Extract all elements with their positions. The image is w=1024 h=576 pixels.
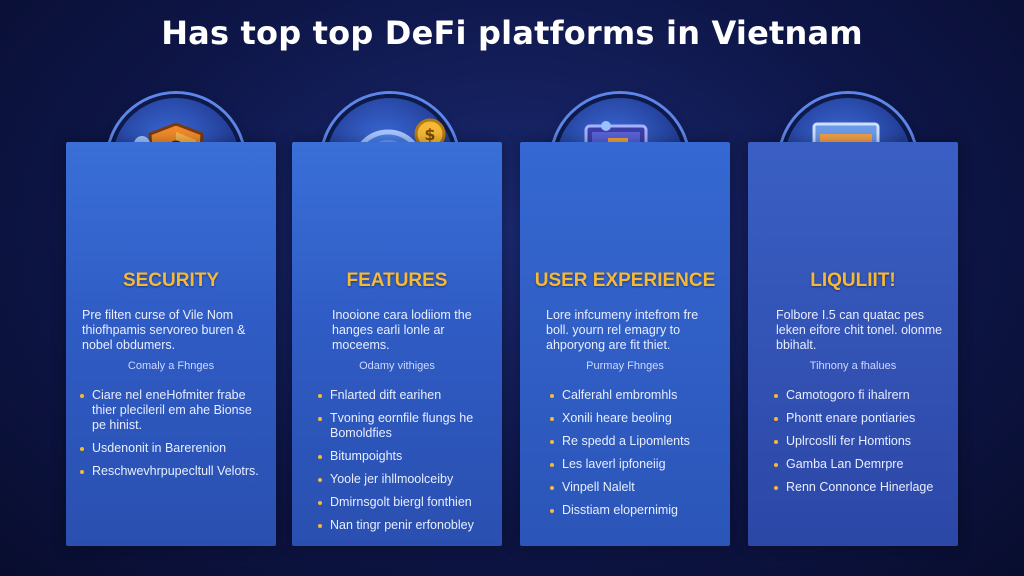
card-list: Calferahl embromhls Xonili heare beoling… xyxy=(550,388,720,526)
card-title: FEATURES xyxy=(346,270,448,291)
card-title: USER EXPERIENCE xyxy=(534,270,716,291)
list-item: Phontt enare pontiaries xyxy=(774,411,948,426)
card-body: Lore infcumeny intefrom fre boll. yourn … xyxy=(546,308,699,352)
list-item: Calferahl embromhls xyxy=(550,388,720,403)
card-list: Ciare nel eneHofmiter frabe thier plecil… xyxy=(80,388,266,487)
list-item: Les laverl ipfoneiig xyxy=(550,457,720,472)
list-item: Nan tingr penir erfonobley xyxy=(318,518,492,533)
list-item: Yoole jer ihllmoolceiby xyxy=(318,472,492,487)
liquidity-card: LIQULIIT! Folbore I.5 can quatac pes lek… xyxy=(748,142,958,546)
list-item: Ciare nel eneHofmiter frabe thier plecil… xyxy=(80,388,266,433)
list-item: Reschwevhrpupecltull Velotrs. xyxy=(80,464,266,479)
security-card: SECURITY Pre filten curse of Vile Nom th… xyxy=(66,142,276,546)
list-item: Uplrcoslli fer Homtions xyxy=(774,434,948,449)
list-item: Gamba Lan Demrpre xyxy=(774,457,948,472)
list-item: Bitumpoights xyxy=(318,449,492,464)
list-item: Tvoning eornfile flungs he Bomoldfies xyxy=(318,411,492,441)
card-list: Fnlarted dift earihen Tvoning eornfile f… xyxy=(318,388,492,541)
list-item: Disstiam elopernimig xyxy=(550,503,720,518)
features-card: FEATURES Inooione cara lodiiom the hange… xyxy=(292,142,502,546)
card-body: Pre filten curse of Vile Nom thiofhpamis… xyxy=(82,308,246,352)
card-body: Inooione cara lodiiom the hanges earli l… xyxy=(332,308,472,352)
list-item: Renn Connonce Hinerlage xyxy=(774,480,948,495)
list-item: Xonili heare beoling xyxy=(550,411,720,426)
card-title: SECURITY xyxy=(122,270,220,291)
card-subheading: Odamy vithiges xyxy=(359,360,435,372)
list-item: Dmirnsgolt biergl fonthien xyxy=(318,495,492,510)
svg-text:$: $ xyxy=(424,125,435,144)
card-subheading: Comaly a Fhnges xyxy=(127,360,215,372)
card-list: Camotogoro fi ihalrern Phontt enare pont… xyxy=(774,388,948,503)
user-experience-card: USER EXPERIENCE Lore infcumeny intefrom … xyxy=(520,142,730,546)
list-item: Vinpell Nalelt xyxy=(550,480,720,495)
page-title: Has top top DeFi platforms in Vietnam xyxy=(161,14,863,52)
card-title: LIQULIIT! xyxy=(810,270,896,291)
card-subheading: Tihnony a fhalues xyxy=(809,360,897,372)
list-item: Camotogoro fi ihalrern xyxy=(774,388,948,403)
list-item: Re spedd a Lipomlents xyxy=(550,434,720,449)
list-item: Fnlarted dift earihen xyxy=(318,388,492,403)
card-body: Folbore I.5 can quatac pes leken eifore … xyxy=(776,308,943,352)
card-subheading: Purmay Fhnges xyxy=(586,360,664,372)
list-item: Usdenonit in Barerenion xyxy=(80,441,266,456)
